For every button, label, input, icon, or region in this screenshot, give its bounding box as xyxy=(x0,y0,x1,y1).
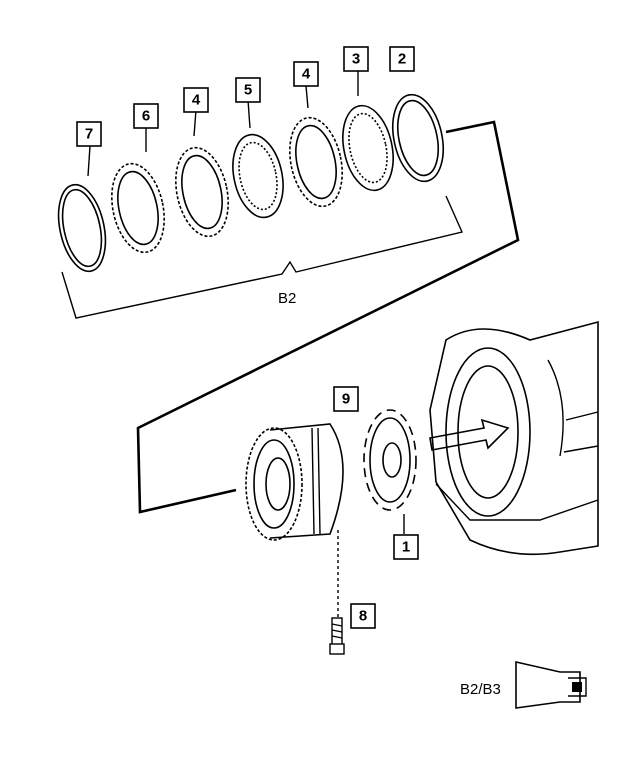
callout-1: 1 xyxy=(393,534,419,560)
callout-4: 4 xyxy=(183,87,209,113)
disc-2-pressure-plate xyxy=(392,93,444,183)
svg-text:2: 2 xyxy=(398,51,406,68)
svg-text:3: 3 xyxy=(352,51,360,68)
transmission-housing xyxy=(429,320,599,556)
callout-8: 8 xyxy=(350,603,376,629)
assembly-direction-arrow xyxy=(429,418,510,451)
callout-5: 5 xyxy=(235,77,261,103)
callout-2: 2 xyxy=(389,46,415,72)
svg-text:4: 4 xyxy=(302,66,311,83)
svg-text:6: 6 xyxy=(142,108,150,125)
disc-4-toothed xyxy=(175,146,229,238)
assembly-connector-line xyxy=(136,120,520,514)
disc-7-plain-ring xyxy=(57,183,107,273)
group-bracket xyxy=(61,195,463,319)
callout-9: 9 xyxy=(333,386,359,412)
carrier-gear xyxy=(363,409,417,511)
callout-6: 6 xyxy=(133,103,159,129)
clutch-disc-stack xyxy=(57,93,444,273)
locator-thumbnail xyxy=(515,660,587,709)
svg-text:4: 4 xyxy=(192,92,201,109)
retaining-bolt xyxy=(329,617,345,655)
disc-5-inner-toothed xyxy=(232,133,284,219)
svg-text:7: 7 xyxy=(85,126,93,143)
clutch-drum xyxy=(245,423,344,541)
svg-text:9: 9 xyxy=(342,391,350,408)
svg-text:1: 1 xyxy=(402,539,410,556)
locator-label: B2/B3 xyxy=(460,681,501,698)
svg-text:8: 8 xyxy=(359,608,367,625)
group-label-b2: B2 xyxy=(278,290,296,307)
disc-6-toothed xyxy=(111,162,165,254)
disc-4b-toothed xyxy=(289,116,343,208)
callout-4-second: 4 xyxy=(293,61,319,87)
callout-leaders xyxy=(87,70,405,618)
svg-text:5: 5 xyxy=(244,82,252,99)
disc-3-inner-toothed xyxy=(342,104,394,192)
callout-3: 3 xyxy=(343,46,369,72)
callout-7: 7 xyxy=(76,121,102,147)
